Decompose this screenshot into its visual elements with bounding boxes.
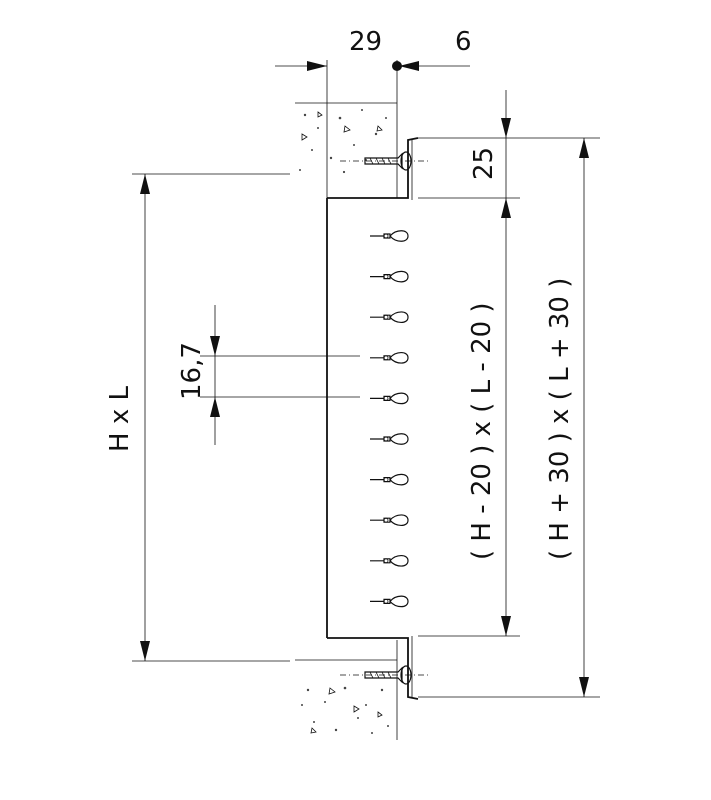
dim-outer-size: ( H + 30 ) x ( L + 30 ) [418,137,600,698]
blade [370,514,409,527]
dim-29-label: 29 [349,27,382,57]
blade [370,311,409,324]
grille-frame [326,137,419,700]
dim-16-7-label: 16,7 [177,342,207,400]
dim-25-label: 25 [469,147,499,180]
dim-6-label: 6 [455,27,472,57]
grille-blades [370,230,409,608]
blade [370,554,409,567]
dim-inner-size: ( H - 20 ) x ( L - 20 ) [418,218,520,637]
dim-frame-height: 25 [418,90,520,218]
dim-hxl-label: H x L [105,386,135,452]
blade [370,473,409,486]
blade [370,595,409,608]
blade [370,230,409,242]
screw-bottom [340,665,430,685]
dim-top-offsets: 29 6 [275,27,472,198]
dim-nominal-size: H x L [105,173,290,662]
dim-outer-label: ( H + 30 ) x ( L + 30 ) [545,278,575,560]
dim-blade-spacing: 16,7 [177,305,360,445]
screw-top [340,151,430,171]
dim-inner-label: ( H - 20 ) x ( L - 20 ) [467,302,497,560]
wall-bottom [295,640,398,740]
blade [370,433,409,445]
blade [370,392,409,405]
blade [370,351,409,364]
wall-top [295,60,398,198]
blade [370,270,409,283]
